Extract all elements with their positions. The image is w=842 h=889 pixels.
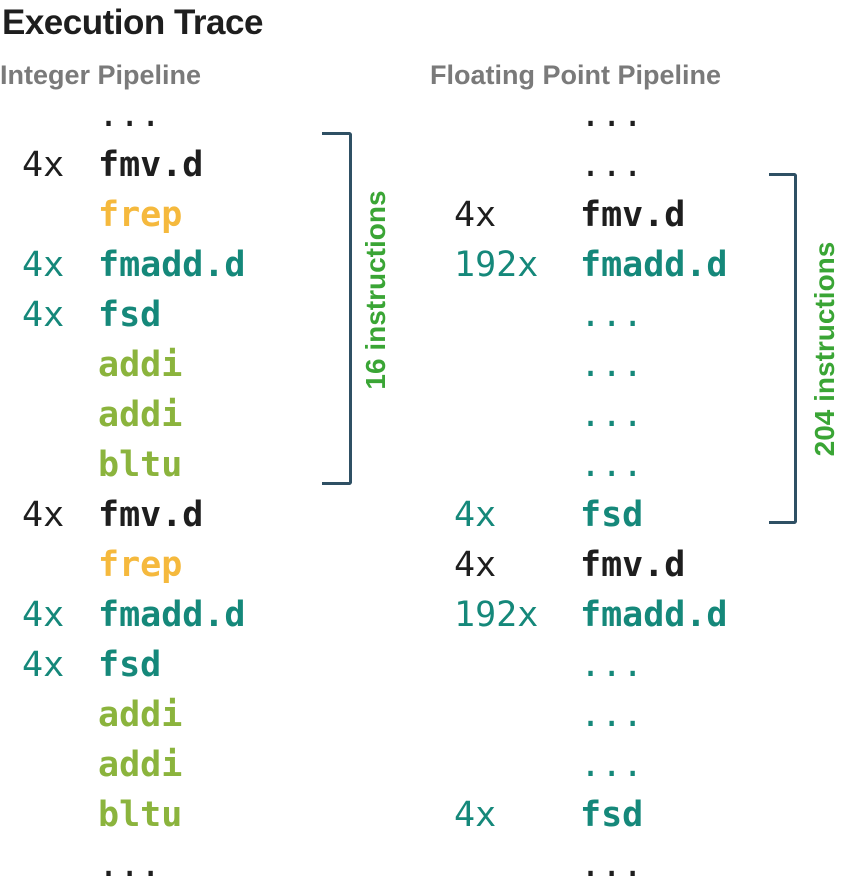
- fp-loop-bracket: [769, 173, 797, 524]
- fp-pipeline-row: ...: [0, 742, 832, 788]
- fp-pipeline-instruction: ...: [580, 745, 644, 785]
- integer-pipeline-row: addi: [0, 392, 832, 438]
- integer-pipeline-instruction: fmadd.d: [98, 595, 246, 635]
- integer-pipeline-instruction: addi: [98, 695, 183, 735]
- integer-pipeline-row: 4x fmv.d: [0, 142, 832, 188]
- fp-pipeline-row: ...: [0, 142, 832, 188]
- diagram-title: Execution Trace: [2, 3, 263, 42]
- integer-pipeline-repeat-count: 4x: [22, 145, 65, 185]
- integer-pipeline-row: frep: [0, 192, 832, 238]
- integer-pipeline-repeat-count: 4x: [22, 245, 65, 285]
- integer-pipeline-row: bltu: [0, 792, 832, 838]
- fp-pipeline-instruction: fmadd.d: [580, 245, 728, 285]
- fp-pipeline-instruction: fmadd.d: [580, 595, 728, 635]
- integer-pipeline-instruction: addi: [98, 345, 183, 385]
- fp-pipeline-row: ...: [0, 292, 832, 338]
- integer-pipeline-row: addi: [0, 342, 832, 388]
- integer-pipeline-instruction: ...: [98, 845, 162, 885]
- integer-pipeline-instruction: frep: [98, 545, 183, 585]
- fp-pipeline-row: 192x fmadd.d: [0, 592, 832, 638]
- fp-pipeline-instruction: ...: [580, 645, 644, 685]
- integer-pipeline-repeat-count: 4x: [22, 495, 65, 535]
- integer-pipeline-instruction: fmv.d: [98, 145, 204, 185]
- fp-pipeline-row: 4x fsd: [0, 792, 832, 838]
- integer-pipeline-row: ...: [0, 92, 832, 138]
- fp-pipeline-instruction: ...: [580, 345, 644, 385]
- integer-pipeline-row: addi: [0, 742, 832, 788]
- fp-pipeline-instruction: fsd: [580, 795, 644, 835]
- fp-pipeline-instruction: fsd: [580, 495, 644, 535]
- fp-pipeline-row: ...: [0, 442, 832, 488]
- integer-pipeline-instruction: fmadd.d: [98, 245, 246, 285]
- fp-pipeline-instruction: ...: [580, 295, 644, 335]
- fp-pipeline-instruction: fmv.d: [580, 195, 686, 235]
- fp-pipeline-repeat-count: 4x: [454, 195, 497, 235]
- fp-pipeline-instruction: ...: [580, 145, 644, 185]
- fp-pipeline-instruction: ...: [580, 95, 644, 135]
- integer-pipeline-instruction: fsd: [98, 645, 162, 685]
- fp-pipeline-repeat-count: 4x: [454, 795, 497, 835]
- fp-pipeline-instruction: ...: [580, 845, 644, 885]
- integer-pipeline-instruction: fmv.d: [98, 495, 204, 535]
- fp-pipeline-row: ...: [0, 842, 832, 888]
- integer-pipeline-repeat-count: 4x: [22, 295, 65, 335]
- fp-pipeline-row: ...: [0, 92, 832, 138]
- fp-pipeline-row: ...: [0, 642, 832, 688]
- integer-loop-label: 16 instructions: [360, 190, 391, 390]
- fp-pipeline-instruction: ...: [580, 445, 644, 485]
- fp-pipeline-repeat-count: 192x: [454, 245, 539, 285]
- fp-pipeline-instruction: fmv.d: [580, 545, 686, 585]
- fp-pipeline-row: 4x fmv.d: [0, 192, 832, 238]
- fp-pipeline-row: 4x fsd: [0, 492, 832, 538]
- integer-pipeline-row: 4x fmadd.d: [0, 592, 832, 638]
- integer-pipeline-row: frep: [0, 542, 832, 588]
- fp-pipeline-instruction: ...: [580, 395, 644, 435]
- fp-pipeline-row: ...: [0, 392, 832, 438]
- fp-loop-label: 204 instructions: [809, 241, 840, 457]
- integer-pipeline-instruction: bltu: [98, 445, 183, 485]
- integer-pipeline-row: addi: [0, 692, 832, 738]
- fp-pipeline-row: 4x fmv.d: [0, 542, 832, 588]
- fp-pipeline-row: ...: [0, 692, 832, 738]
- fp-pipeline-repeat-count: 192x: [454, 595, 539, 635]
- integer-pipeline-instruction: bltu: [98, 795, 183, 835]
- integer-loop-bracket: [322, 132, 352, 485]
- fp-pipeline-row: 192x fmadd.d: [0, 242, 832, 288]
- integer-pipeline-row: ...: [0, 842, 832, 888]
- fp-pipeline-row: ...: [0, 342, 832, 388]
- fp-pipeline-repeat-count: 4x: [454, 495, 497, 535]
- integer-pipeline-row: bltu: [0, 442, 832, 488]
- integer-pipeline-row: 4x fmadd.d: [0, 242, 832, 288]
- fp-pipeline-repeat-count: 4x: [454, 545, 497, 585]
- integer-pipeline-row: 4x fsd: [0, 292, 832, 338]
- fp-pipeline-instruction: ...: [580, 695, 644, 735]
- integer-pipeline-repeat-count: 4x: [22, 645, 65, 685]
- integer-pipeline-instruction: frep: [98, 195, 183, 235]
- integer-pipeline-instruction: fsd: [98, 295, 162, 335]
- integer-pipeline-instruction: addi: [98, 745, 183, 785]
- integer-pipeline-instruction: addi: [98, 395, 183, 435]
- fp-pipeline-header: Floating Point Pipeline: [430, 60, 722, 90]
- integer-pipeline-row: 4x fsd: [0, 642, 832, 688]
- integer-pipeline-header: Integer Pipeline: [0, 60, 202, 90]
- integer-pipeline-instruction: ...: [98, 95, 162, 135]
- integer-pipeline-row: 4x fmv.d: [0, 492, 832, 538]
- integer-pipeline-repeat-count: 4x: [22, 595, 65, 635]
